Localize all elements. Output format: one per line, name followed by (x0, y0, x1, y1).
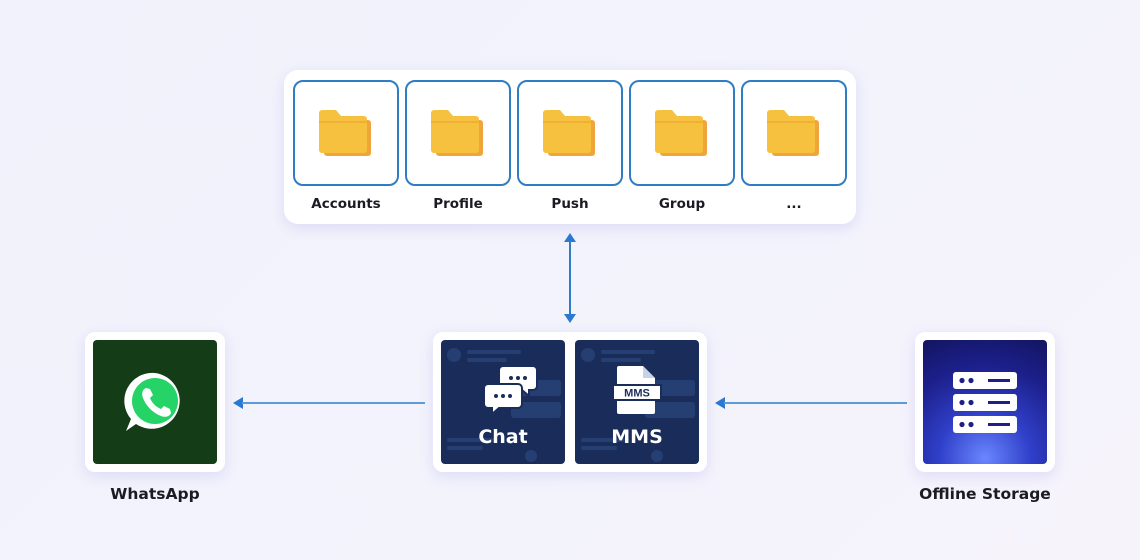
module-label: Accounts (311, 196, 381, 212)
modules-panel: Accounts Profile Push (284, 70, 856, 224)
module-box (741, 80, 847, 186)
server-rack-icon (953, 372, 1017, 433)
module-more[interactable]: ... (741, 80, 847, 212)
whatsapp-tile (93, 340, 217, 464)
folder-icon (543, 110, 595, 156)
module-box (629, 80, 735, 186)
module-label: Push (551, 196, 589, 212)
module-push[interactable]: Push (517, 80, 623, 212)
folder-icon (767, 110, 819, 156)
arrow-up-icon (564, 233, 576, 242)
module-box (293, 80, 399, 186)
mms-label: MMS (611, 426, 663, 448)
arrow-down-icon (564, 314, 576, 323)
module-box (517, 80, 623, 186)
folder-icon (655, 110, 707, 156)
folder-icon (431, 110, 483, 156)
whatsapp-caption: WhatsApp (110, 485, 200, 503)
storage-panel[interactable] (915, 332, 1055, 472)
arrow-left-icon (715, 397, 725, 409)
module-box (405, 80, 511, 186)
mms-tile[interactable]: MMS MMS (575, 340, 699, 464)
chat-label: Chat (478, 426, 528, 448)
vertical-connector (569, 240, 571, 315)
mms-file-icon: MMS (612, 366, 662, 414)
module-label: Profile (433, 196, 483, 212)
whatsapp-logo-icon (124, 372, 180, 431)
arrow-left-icon (233, 397, 243, 409)
module-label: ... (786, 196, 802, 212)
module-profile[interactable]: Profile (405, 80, 511, 212)
module-label: Group (658, 196, 706, 212)
storage-tile (923, 340, 1047, 464)
connector-from-storage (724, 402, 907, 404)
folder-icon (319, 110, 371, 156)
messaging-panel: Chat MMS MMS (433, 332, 707, 472)
module-group[interactable]: Group (629, 80, 735, 212)
whatsapp-panel[interactable] (85, 332, 225, 472)
chat-tile[interactable]: Chat (441, 340, 565, 464)
chat-bubbles-icon (483, 365, 538, 416)
connector-to-whatsapp (242, 402, 425, 404)
storage-caption: Offline Storage (919, 485, 1051, 503)
mms-icon-text: MMS (624, 388, 650, 400)
module-accounts[interactable]: Accounts (293, 80, 399, 212)
